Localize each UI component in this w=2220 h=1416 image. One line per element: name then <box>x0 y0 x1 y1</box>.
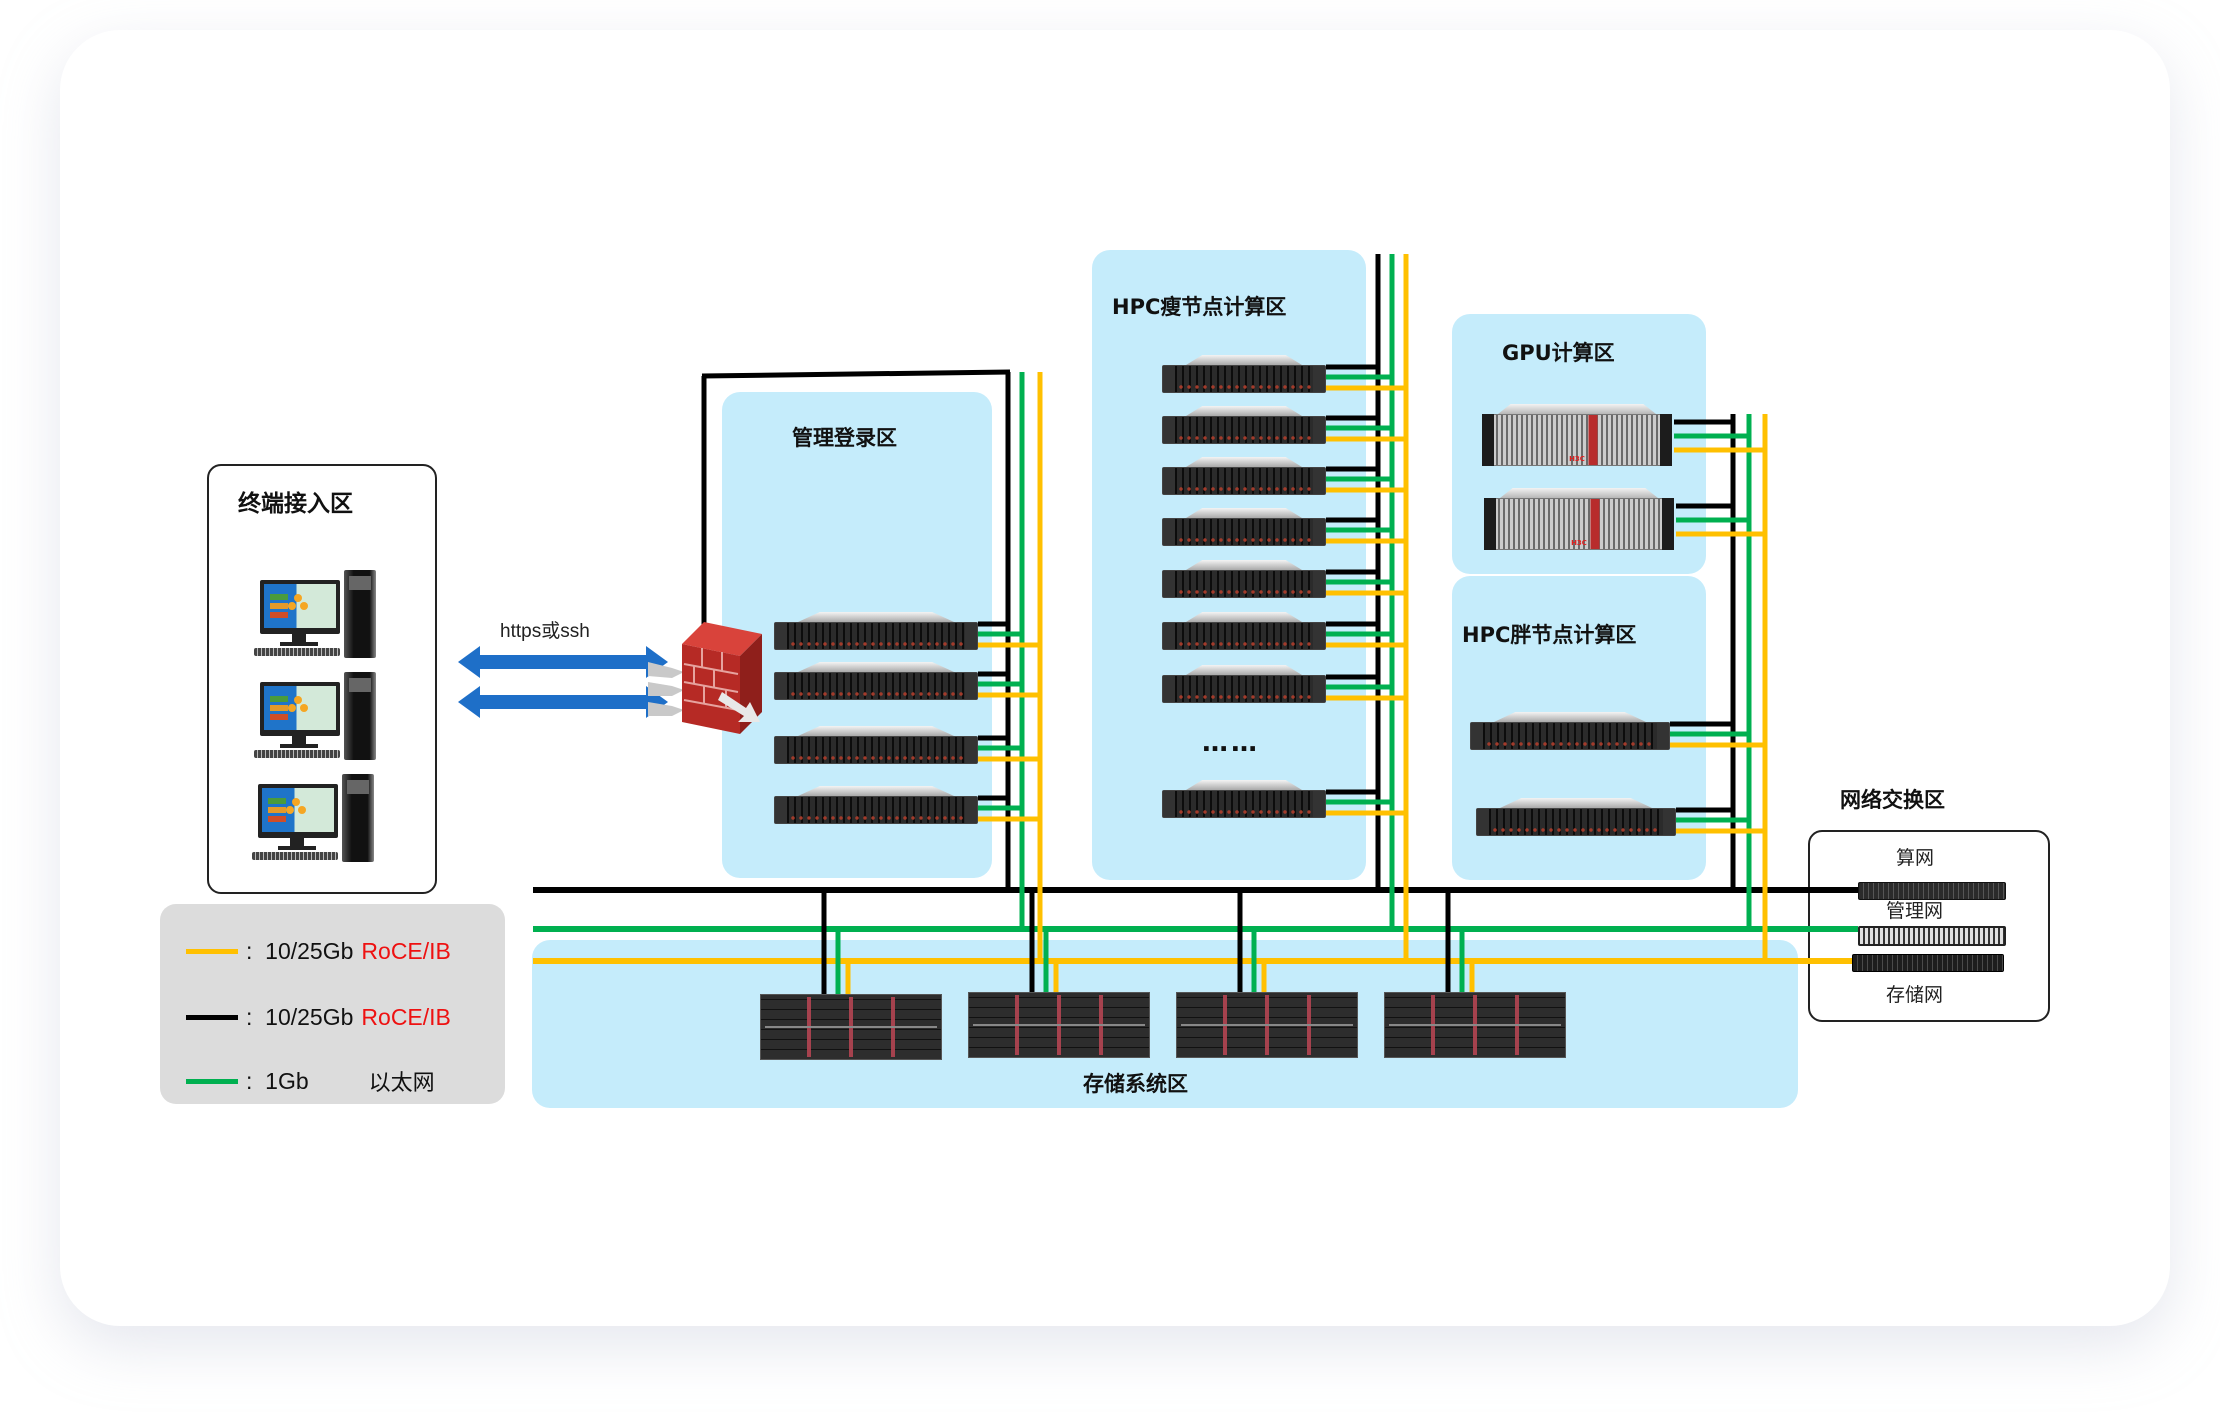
storage-zone <box>532 940 1798 1108</box>
management-server[interactable] <box>774 786 978 824</box>
terminal-pc <box>254 672 384 762</box>
hpc-thin-server[interactable] <box>1162 612 1326 650</box>
legend-sep: : <box>246 937 253 964</box>
connection-label: https或ssh <box>500 621 590 642</box>
legend-item-yellow: : 10/25Gb RoCE/IB <box>186 936 451 966</box>
hpc-fat-zone-title: HPC胖节点计算区 <box>1462 623 1637 647</box>
management-switch[interactable] <box>1858 926 2006 946</box>
hpc-fat-server[interactable] <box>1476 798 1676 836</box>
hpc-thin-server[interactable] <box>1162 457 1326 495</box>
hpc-thin-server[interactable] <box>1162 560 1326 598</box>
hpc-thin-zone-title: HPC瘦节点计算区 <box>1112 295 1287 319</box>
legend-speed: 10/25Gb <box>265 1003 354 1030</box>
switch-label-management: 管理网 <box>1886 901 1944 922</box>
black-line-swatch <box>186 1014 238 1020</box>
legend-item-green: : 1Gb 以太网 <box>186 1066 435 1096</box>
switch-label-storage: 存储网 <box>1886 985 1944 1006</box>
storage-zone-title: 存储系统区 <box>1083 1072 1188 1096</box>
legend: : 10/25Gb RoCE/IB : 10/25Gb RoCE/IB : 1G… <box>160 904 505 1104</box>
management-server[interactable] <box>774 662 978 700</box>
legend-speed: 10/25Gb <box>265 937 354 964</box>
switch-label-compute: 算网 <box>1896 848 1935 869</box>
traffic-arrows-icon <box>648 662 684 716</box>
hpc-thin-server[interactable] <box>1162 355 1326 393</box>
legend-sep: : <box>246 1003 253 1030</box>
gpu-zone-title: GPU计算区 <box>1502 341 1615 365</box>
storage-array[interactable] <box>1384 992 1566 1058</box>
terminal-zone-title: 终端接入区 <box>238 491 353 517</box>
green-line-swatch <box>186 1078 238 1084</box>
yellow-line-swatch <box>186 948 238 954</box>
storage-array[interactable] <box>968 992 1150 1058</box>
terminal-pc <box>254 570 384 660</box>
hpc-thin-server[interactable] <box>1162 665 1326 703</box>
hpc-thin-ellipsis: …… <box>1202 728 1260 758</box>
management-server[interactable] <box>774 612 978 650</box>
legend-sep: : <box>246 1067 253 1094</box>
legend-type: RoCE/IB <box>361 937 451 964</box>
storage-array[interactable] <box>1176 992 1358 1058</box>
compute-switch[interactable] <box>1858 882 2006 900</box>
hpc-thin-server[interactable] <box>1162 780 1326 818</box>
legend-type: RoCE/IB <box>361 1003 451 1030</box>
server-brand: H3C <box>1569 455 1585 463</box>
gpu-server[interactable]: H3C <box>1484 488 1674 550</box>
firewall-icon <box>682 622 762 734</box>
hpc-thin-server[interactable] <box>1162 406 1326 444</box>
https-arrow-icon <box>458 646 668 718</box>
legend-type: 以太网 <box>368 1070 435 1095</box>
legend-item-black: : 10/25Gb RoCE/IB <box>186 1002 451 1032</box>
legend-speed: 1Gb <box>265 1067 309 1094</box>
hpc-thin-server[interactable] <box>1162 508 1326 546</box>
hpc-fat-server[interactable] <box>1470 712 1670 750</box>
gpu-server[interactable]: H3C <box>1482 404 1672 466</box>
network-zone-title: 网络交换区 <box>1840 788 1945 812</box>
management-server[interactable] <box>774 726 978 764</box>
storage-switch[interactable] <box>1852 954 2004 972</box>
management-zone-title: 管理登录区 <box>792 426 897 450</box>
terminal-pc <box>252 774 382 864</box>
storage-array[interactable] <box>760 994 942 1060</box>
server-brand: H3C <box>1571 539 1587 547</box>
